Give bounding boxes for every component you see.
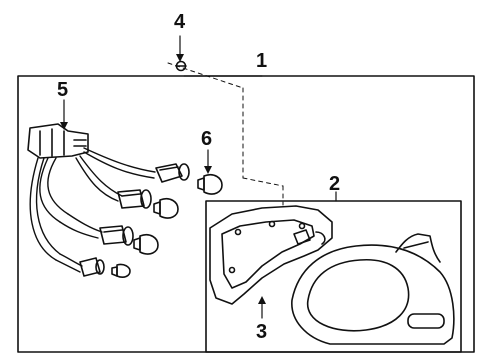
connector-block — [27, 123, 89, 159]
callout-4: 4 — [174, 11, 186, 33]
lens-housing — [291, 233, 455, 345]
socket-2 — [117, 189, 152, 209]
socket-4 — [79, 257, 105, 277]
bulb-c — [111, 263, 131, 278]
leader-lines — [63, 35, 337, 319]
gasket-part — [209, 205, 333, 305]
wire-harness — [29, 147, 156, 273]
socket-3 — [99, 225, 134, 246]
bulb-a — [153, 197, 179, 219]
callout-1: 1 — [256, 50, 267, 72]
callout-6: 6 — [201, 128, 212, 150]
bulb-6 — [197, 173, 223, 195]
callout-3: 3 — [256, 321, 267, 343]
bulb-b — [133, 233, 159, 255]
socket-1 — [155, 163, 190, 183]
arrowheads — [60, 54, 266, 304]
callout-2: 2 — [329, 173, 340, 195]
callout-5: 5 — [57, 79, 68, 101]
reference-dashes — [167, 62, 284, 206]
clip-part — [175, 60, 187, 72]
inner-frame — [205, 200, 462, 353]
outer-frame — [17, 75, 475, 353]
